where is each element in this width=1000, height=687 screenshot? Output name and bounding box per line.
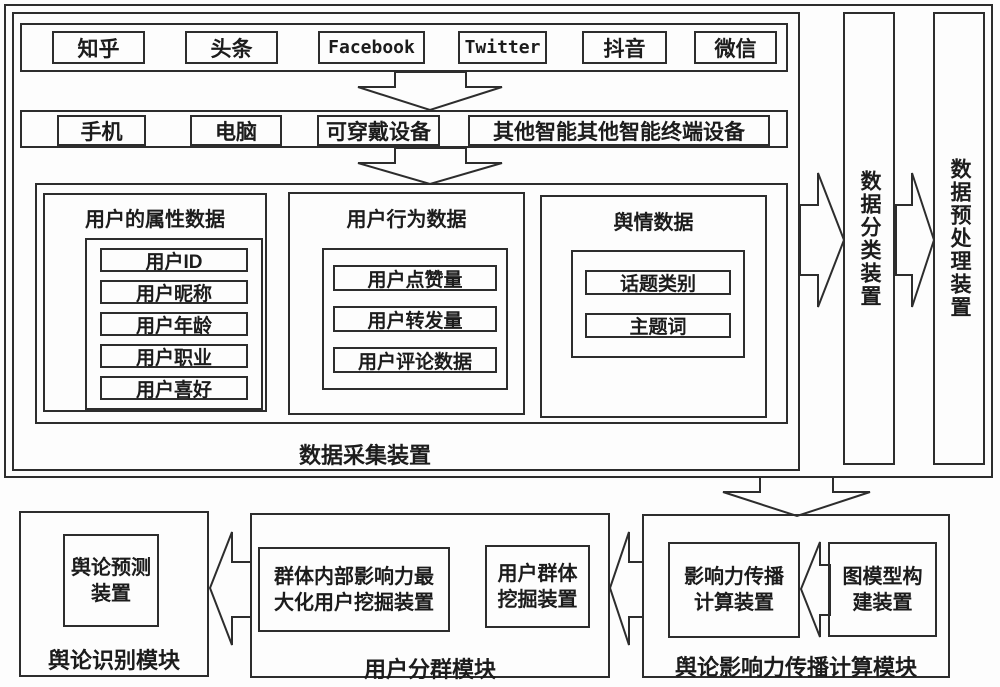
module-opinion-recognition-label: 舆论识别模块	[47, 648, 180, 673]
category-opinion-data-title: 舆情数据	[613, 212, 694, 234]
arrow-top-to-influence-module	[722, 476, 871, 518]
category-user-behavior	[288, 192, 525, 415]
arrow-influence-to-clustering	[608, 531, 644, 646]
opinion-item-topic-words: 主题词	[585, 313, 731, 338]
attr-item-user-likes: 用户喜好	[100, 376, 248, 401]
attr-item-user-id: 用户ID	[100, 248, 248, 273]
arrow-clustering-to-recognition	[208, 531, 252, 646]
behavior-item-reposts: 用户转发量	[333, 306, 497, 332]
device-phone: 手机	[57, 115, 146, 146]
module-opinion-recognition	[19, 511, 209, 677]
data-classify-box: 数据分类装置	[843, 12, 895, 465]
influence-propagation-device: 影响力传播 计算装置	[668, 542, 800, 638]
behavior-item-likes: 用户点赞量	[333, 265, 497, 291]
platform-zhihu: 知乎	[52, 31, 145, 64]
category-opinion-data	[540, 195, 767, 418]
category-user-attribute	[43, 193, 267, 412]
data-collection-label: 数据采集装置	[298, 443, 431, 468]
module-user-clustering-label: 用户分群模块	[363, 657, 496, 682]
attr-item-user-age: 用户年龄	[100, 312, 248, 337]
graph-model-build-device: 图模型构 建装置	[828, 542, 937, 637]
category-user-attribute-title: 用户的属性数据	[85, 209, 225, 231]
platform-wechat: 微信	[694, 31, 777, 64]
module-influence-computing-label: 舆论影响力传播计算模块	[674, 655, 917, 680]
user-group-mining-device: 用户群体 挖掘装置	[485, 545, 590, 628]
platform-twitter: Twitter	[458, 31, 547, 64]
platform-toutiao: 头条	[185, 31, 278, 64]
category-user-attribute-list: 用户ID 用户昵称 用户年龄 用户职业 用户喜好	[85, 238, 263, 410]
data-preprocess-box: 数据预处理装置	[933, 12, 985, 465]
outer-frame	[4, 4, 993, 478]
category-opinion-data-list: 话题类别 主题词	[571, 250, 745, 358]
device-computer: 电脑	[190, 115, 282, 146]
device-wearable: 可穿戴设备	[317, 115, 440, 146]
device-other-terminal: 其他智能其他智能终端设备	[468, 115, 770, 146]
platform-facebook: Facebook	[318, 31, 425, 64]
attr-item-user-nickname: 用户昵称	[100, 280, 248, 305]
opinion-item-topic-category: 话题类别	[585, 270, 731, 295]
category-user-behavior-list: 用户点赞量 用户转发量 用户评论数据	[322, 248, 508, 390]
influence-max-mining-device: 群体内部影响力最 大化用户挖掘装置	[258, 547, 450, 632]
attr-item-user-job: 用户职业	[100, 344, 248, 369]
opinion-prediction-device: 舆论预测 装置	[63, 534, 159, 627]
category-user-behavior-title: 用户行为数据	[346, 209, 467, 231]
behavior-item-comments: 用户评论数据	[333, 347, 497, 373]
platform-douyin: 抖音	[582, 31, 667, 64]
